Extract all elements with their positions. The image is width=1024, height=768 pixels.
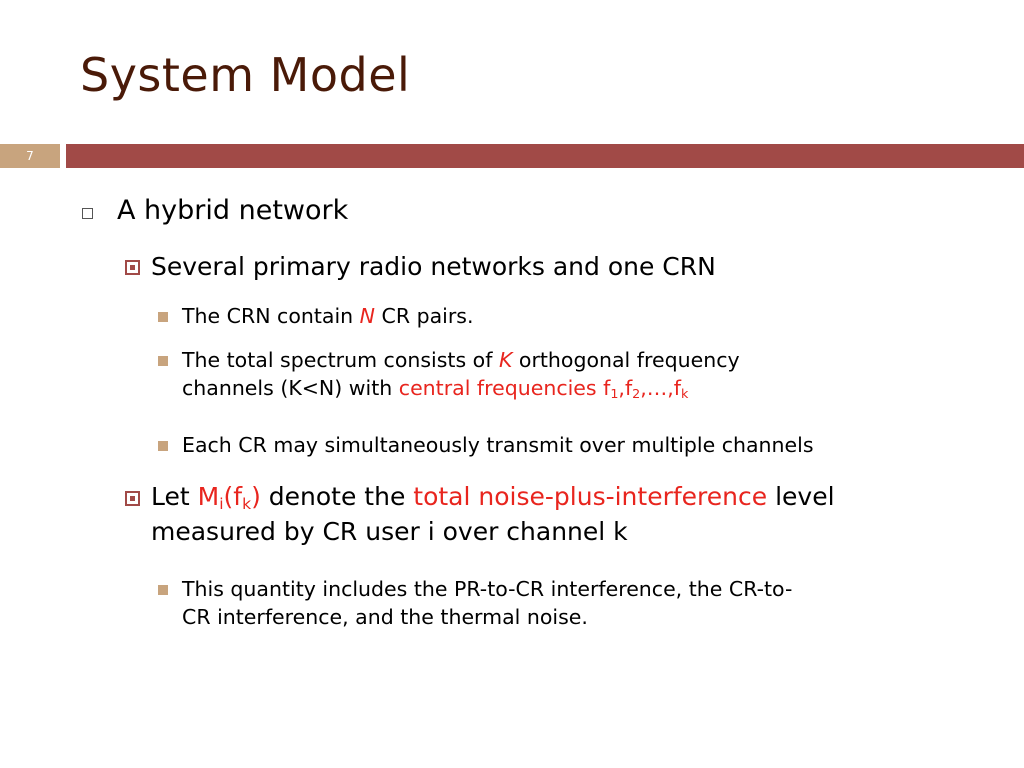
- text-run: M: [197, 482, 220, 511]
- subscript: k: [242, 494, 252, 513]
- bullet-text: A hybrid network: [117, 195, 349, 226]
- hollow-square-bullet-icon: [82, 208, 93, 219]
- text-run: Let: [151, 482, 198, 511]
- title-band: [66, 144, 1024, 168]
- text-run: (f: [223, 482, 243, 511]
- bullet-let-m: Let Mi(fk) denote the total noise-plus-i…: [151, 480, 835, 549]
- text-run: channels (K<N) with: [182, 376, 399, 401]
- filled-square-bullet-icon: [158, 585, 168, 595]
- highlight-text: total noise-plus-interference: [413, 482, 768, 511]
- subscript: 1: [610, 386, 619, 402]
- subscript: i: [219, 494, 224, 513]
- text-run: ): [251, 482, 261, 511]
- slide-title: System Model: [80, 48, 411, 102]
- text-run: ,…,f: [640, 376, 681, 401]
- slide-number: 7: [0, 144, 60, 168]
- filled-square-bullet-icon: [158, 356, 168, 366]
- variable-n: N: [359, 304, 376, 328]
- bullet-each-cr: Each CR may simultaneously transmit over…: [182, 431, 814, 459]
- filled-square-bullet-icon: [158, 441, 168, 451]
- text-run: The CRN contain: [182, 304, 360, 328]
- bullet-hybrid-network: A hybrid network: [117, 192, 348, 229]
- subscript: 2: [632, 386, 641, 402]
- text-run: level: [767, 482, 835, 511]
- text-run: orthogonal frequency: [512, 348, 740, 372]
- bullet-line-2: channels (K<N) with central frequencies …: [182, 374, 740, 402]
- bullet-primary-networks: Several primary radio networks and one C…: [151, 250, 716, 285]
- text-run: CR pairs.: [375, 304, 474, 328]
- bullet-text: Each CR may simultaneously transmit over…: [182, 433, 814, 457]
- filled-square-bullet-icon: [158, 312, 168, 322]
- bullet-crn-pairs: The CRN contain N CR pairs.: [182, 302, 474, 330]
- central-frequencies: central frequencies f1,f2,…,fk: [399, 376, 689, 400]
- text-run: central frequencies f: [398, 376, 611, 401]
- text-run: denote the: [260, 482, 414, 511]
- variable-k: K: [498, 348, 513, 372]
- subscript: k: [681, 386, 689, 402]
- bullet-line-2: CR interference, and the thermal noise.: [182, 605, 588, 630]
- text-run: ,f: [618, 376, 633, 401]
- bullet-line-1: Let Mi(fk) denote the total noise-plus-i…: [151, 480, 835, 515]
- bullet-line-1: This quantity includes the PR-to-CR inte…: [182, 577, 793, 601]
- bullet-quantity: This quantity includes the PR-to-CR inte…: [182, 575, 792, 632]
- text-run: The total spectrum consists of: [182, 348, 499, 372]
- bullet-line-1: The total spectrum consists of K orthogo…: [182, 346, 740, 374]
- bullet-text: Several primary radio networks and one C…: [151, 252, 716, 281]
- bullet-line-2: measured by CR user i over channel k: [151, 516, 628, 546]
- bullet-total-spectrum: The total spectrum consists of K orthogo…: [182, 346, 740, 403]
- square-bullet-icon: [125, 491, 140, 506]
- square-bullet-icon: [125, 260, 140, 275]
- symbol-mi-fk: Mi(fk): [197, 482, 261, 513]
